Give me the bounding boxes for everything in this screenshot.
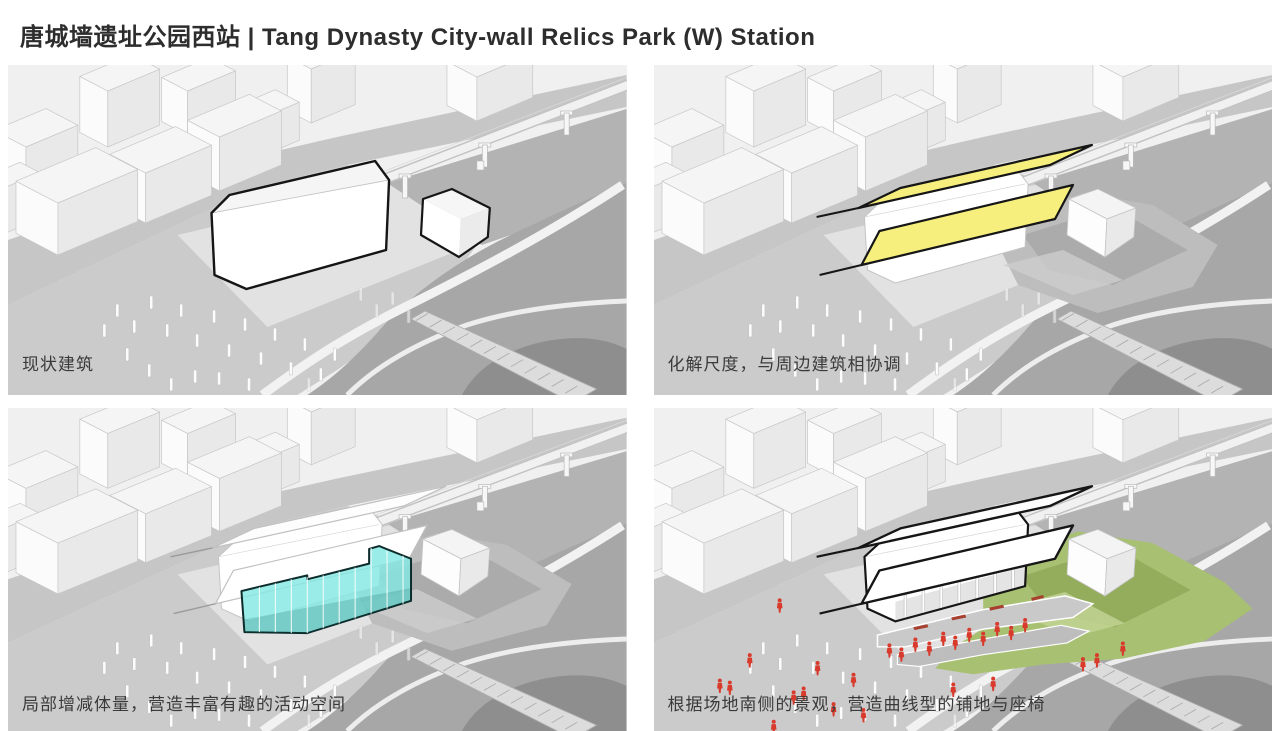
diagram-grid: 现状建筑 化解尺度，与周边建筑相协调 局部增减体量，营造丰富有趣的活动空间 根据… bbox=[8, 65, 1272, 731]
panel-landscape-paving: 根据场地南侧的景观，营造曲线型的铺地与座椅 bbox=[653, 408, 1273, 731]
page-title: 唐城墙遗址公园西站 | Tang Dynasty City-wall Relic… bbox=[20, 24, 816, 51]
axon-existing-illustration bbox=[8, 65, 627, 395]
panel-caption-volume: 局部增减体量，营造丰富有趣的活动空间 bbox=[22, 695, 346, 714]
page-title-bar: 唐城墙遗址公园西站 | Tang Dynasty City-wall Relic… bbox=[0, 0, 1280, 64]
panel-caption-scale: 化解尺度，与周边建筑相协调 bbox=[667, 355, 902, 374]
axon-volume-illustration bbox=[8, 408, 627, 731]
panel-existing-building: 现状建筑 bbox=[8, 65, 627, 395]
panel-scale-breakdown: 化解尺度，与周边建筑相协调 bbox=[653, 65, 1273, 395]
panel-caption-landscape: 根据场地南侧的景观，营造曲线型的铺地与座椅 bbox=[667, 695, 1046, 714]
axon-scale-illustration bbox=[654, 65, 1273, 395]
panel-volume-adjustment: 局部增减体量，营造丰富有趣的活动空间 bbox=[8, 408, 627, 731]
axon-landscape-illustration bbox=[654, 408, 1273, 731]
panel-caption-existing: 现状建筑 bbox=[22, 355, 94, 374]
